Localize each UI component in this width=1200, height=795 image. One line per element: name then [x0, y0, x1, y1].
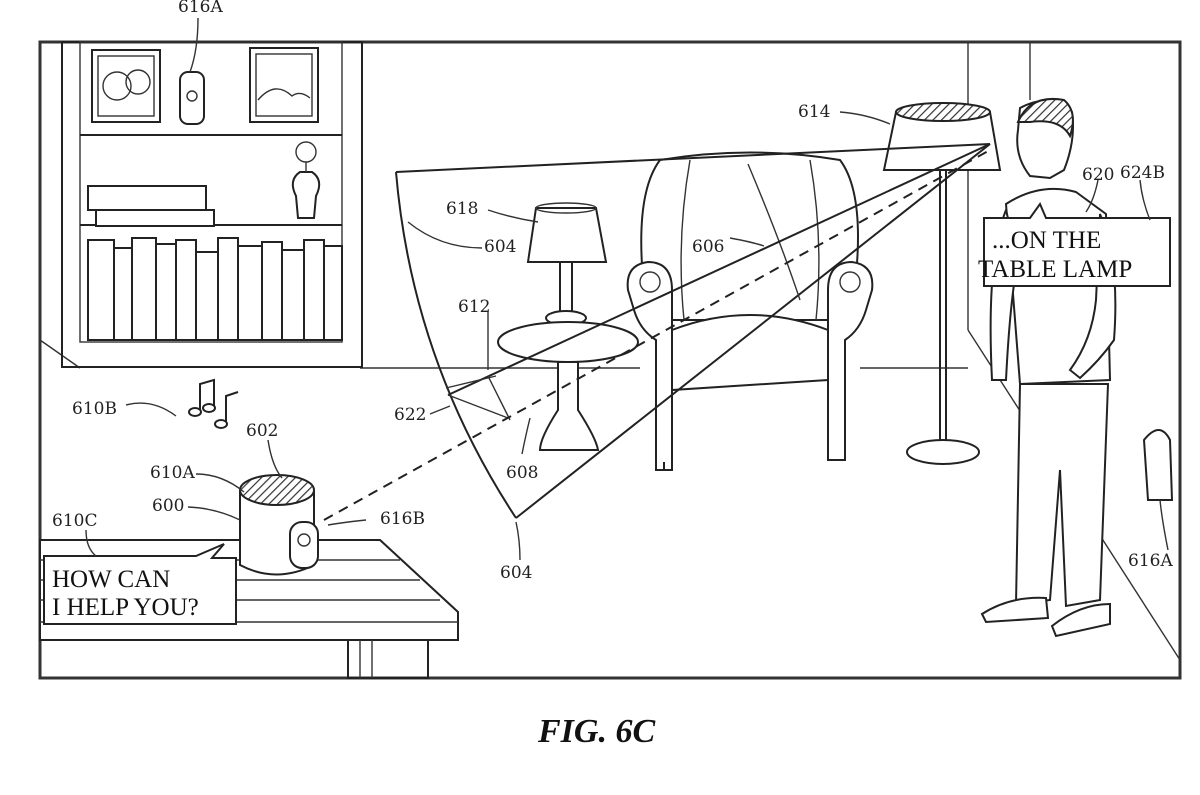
label-610B: 610B	[72, 399, 117, 419]
label-608: 608	[506, 463, 538, 483]
label-600: 600	[152, 496, 184, 516]
figure-frame	[38, 40, 1182, 680]
label-616B: 616B	[380, 509, 425, 529]
label-616A-right: 616A	[1128, 551, 1173, 571]
smart-speaker-device	[239, 474, 319, 576]
armchair	[626, 151, 874, 471]
figure-caption: FIG. 6C	[537, 713, 655, 750]
bookshelf	[61, 41, 363, 368]
label-614: 614	[798, 102, 830, 122]
device-speech-line-2: I HELP YOU?	[52, 594, 199, 621]
device-speech-bubble: HOW CAN I HELP YOU?	[43, 543, 237, 625]
device-speech-line-1: HOW CAN	[52, 566, 170, 593]
user-speech-line-2: TABLE LAMP	[978, 256, 1132, 283]
label-610A: 610A	[150, 463, 195, 483]
table-lamp	[526, 202, 608, 326]
wall-device	[1142, 429, 1174, 501]
label-624B: 624B	[1120, 163, 1165, 183]
label-620: 620	[1082, 165, 1114, 185]
label-602: 602	[246, 421, 278, 441]
field-of-view	[323, 143, 991, 521]
room-walls	[39, 42, 1181, 661]
label-622: 622	[394, 405, 426, 425]
label-604-top: 604	[484, 237, 516, 257]
leader-lines	[85, 17, 1169, 561]
music-notes-icon	[188, 378, 239, 429]
label-612: 612	[458, 297, 490, 317]
label-610C: 610C	[52, 511, 97, 531]
label-616A-top: 616A	[178, 0, 223, 17]
label-606: 606	[692, 237, 724, 257]
label-604-bottom: 604	[500, 563, 532, 583]
round-table	[497, 321, 639, 451]
floor-lamp	[882, 102, 1002, 465]
user-speech-bubble: ...ON THE TABLE LAMP	[978, 201, 1171, 287]
label-618: 618	[446, 199, 478, 219]
user-speech-line-1: ...ON THE	[992, 227, 1101, 254]
